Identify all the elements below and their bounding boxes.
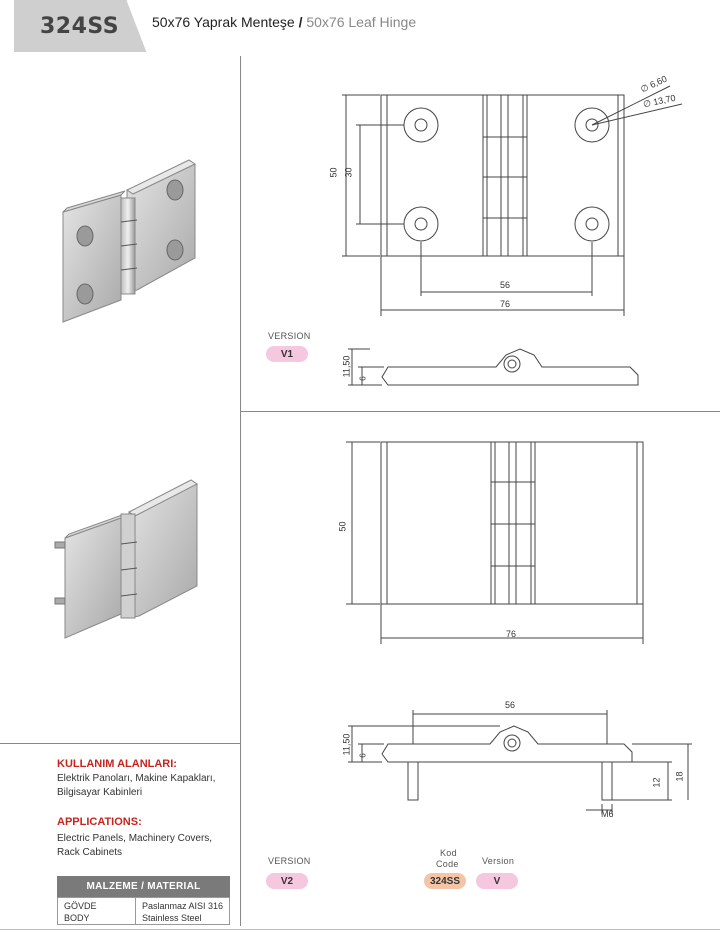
v2-dim-stud-length: 12	[651, 777, 662, 788]
usage-tr-text-1: Elektrik Panoları, Makine Kapakları,	[57, 773, 216, 784]
page-title: 50x76 Yaprak Menteşe / 50x76 Leaf Hinge	[152, 14, 416, 30]
divider-horizontal	[240, 411, 720, 412]
v2-dim-width: 76	[506, 629, 517, 639]
v2-dim-thread: M6	[601, 809, 614, 819]
kod-label: Kod	[440, 848, 457, 858]
v1-dim-leaf: 6	[358, 376, 368, 381]
hinge-v2-render	[54, 479, 198, 639]
code-badge: 324SS	[424, 873, 466, 889]
material-value-tr: Paslanmaz AISI 316	[142, 901, 224, 911]
usage-en-text-2: Rack Cabinets	[57, 847, 123, 858]
divider-vertical	[240, 56, 241, 926]
v2-dim-thickness: 11,50	[341, 733, 352, 756]
divider-left	[0, 743, 241, 744]
v2-dim-leaf: 6	[358, 753, 368, 758]
material-table-divider	[135, 898, 136, 924]
material-label-en: BODY	[64, 913, 90, 923]
v2-dim-total-length: 18	[674, 771, 685, 782]
v2-front-drawing	[346, 441, 644, 644]
usage-tr-heading: KULLANIM ALANLARI:	[57, 758, 177, 770]
usage-en-text-1: Electric Panels, Machinery Covers,	[57, 833, 213, 844]
v1-version-badge: V1	[266, 346, 308, 362]
usage-en-heading: APPLICATIONS:	[57, 816, 142, 828]
v1-dim-hole-spacing-v: 30	[343, 167, 354, 178]
v2-version-label: VERSION	[268, 856, 311, 866]
usage-tr-text-2: Bilgisayar Kabinleri	[57, 787, 143, 798]
material-value-en: Stainless Steel	[142, 913, 202, 923]
hinge-v1-render	[62, 159, 197, 323]
v2-dim-height: 50	[337, 521, 348, 532]
v1-front-drawing	[342, 85, 683, 316]
material-heading: MALZEME / MATERIAL	[57, 876, 230, 897]
material-row-value: Paslanmaz AISI 316 Stainless Steel	[142, 900, 223, 924]
title-tr: 50x76 Yaprak Menteşe	[152, 14, 295, 30]
divider-bottom	[0, 929, 720, 930]
v2-version-badge: V2	[266, 873, 308, 889]
title-en: 50x76 Leaf Hinge	[306, 14, 417, 30]
title-separator: /	[298, 14, 303, 30]
v1-dim-hole-spacing-h: 56	[500, 280, 511, 290]
material-label-tr: GÖVDE	[64, 901, 97, 911]
v2-side-drawing	[348, 710, 692, 814]
v1-dim-height: 50	[328, 167, 339, 178]
v1-side-drawing	[348, 348, 639, 386]
v1-version-label: VERSION	[268, 331, 311, 341]
v1-dim-thickness: 11,50	[341, 355, 352, 378]
version-badge: V	[476, 873, 518, 889]
v1-dim-width: 76	[500, 299, 511, 309]
material-table: GÖVDE BODY Paslanmaz AISI 316 Stainless …	[57, 897, 230, 925]
code-tab	[14, 0, 150, 52]
product-code: 324SS	[40, 14, 120, 39]
code-label: Code	[436, 859, 459, 869]
v2-dim-pin-spacing: 56	[505, 700, 516, 710]
material-row-label: GÖVDE BODY	[64, 900, 97, 924]
version-col-label: Version	[482, 856, 515, 866]
